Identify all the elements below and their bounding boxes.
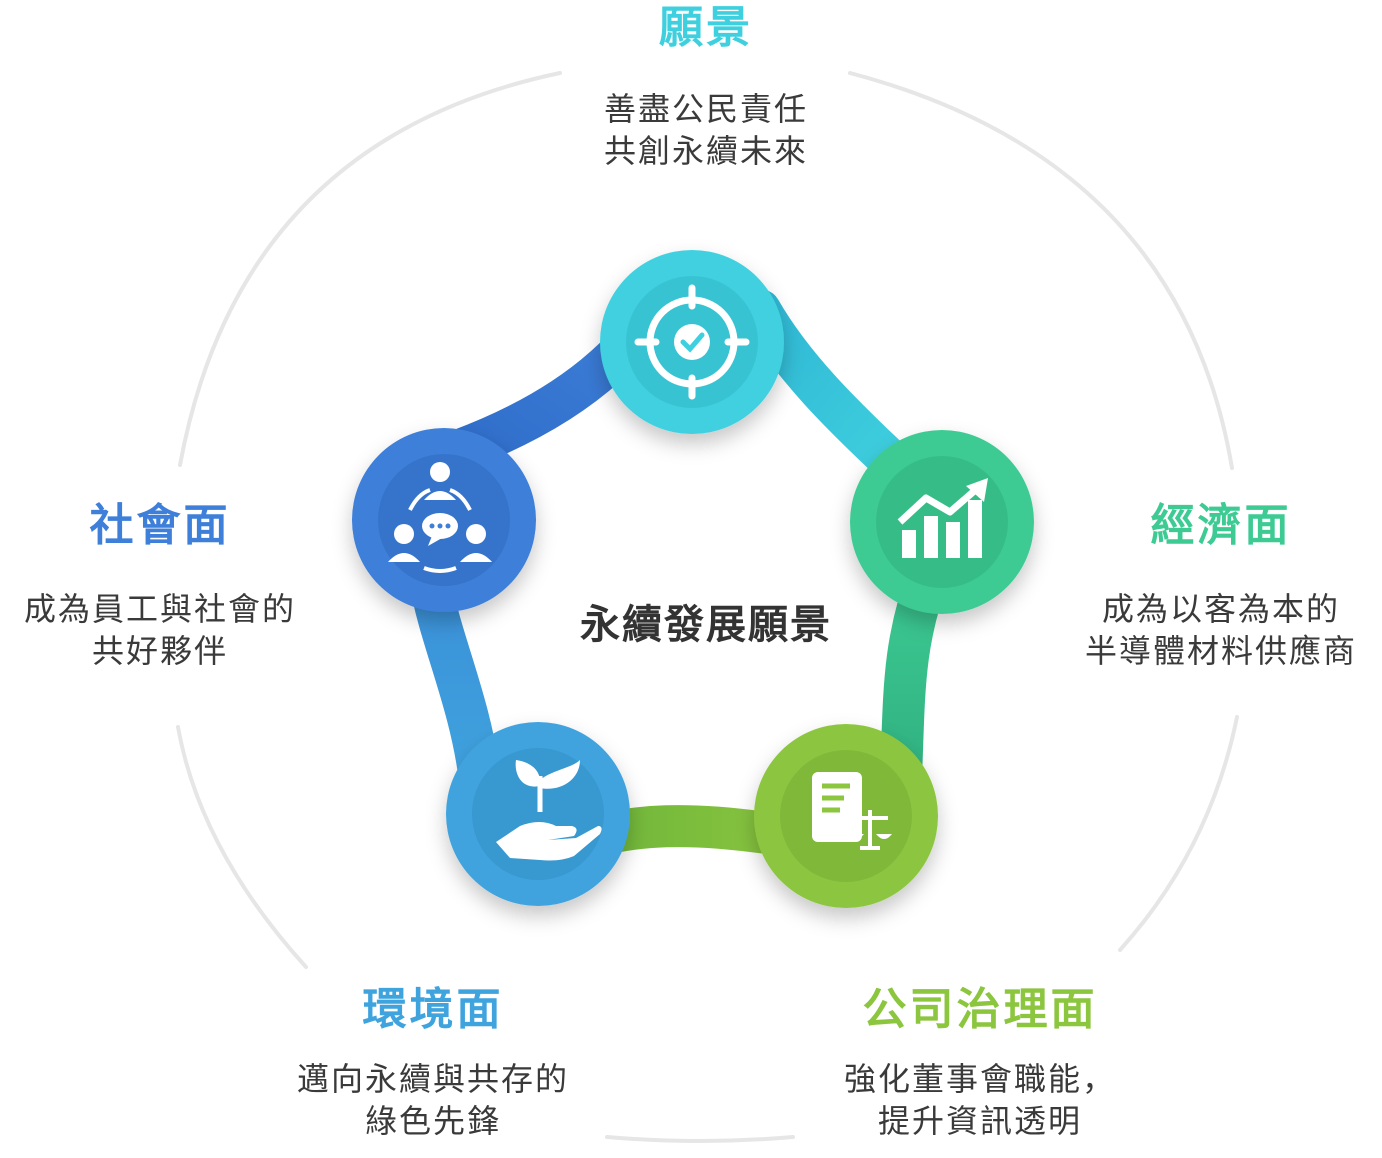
environment-line2: 綠色先鋒 — [364, 1102, 501, 1140]
governance-title: 公司治理面 — [862, 984, 1098, 1035]
node-governance — [754, 724, 938, 908]
plant-hand-icon — [496, 760, 602, 861]
vision-line2: 共創永續未來 — [603, 132, 808, 170]
environment-block: 環境面 邁向永續與共存的 綠色先鋒 — [270, 984, 596, 1142]
economy-line1: 成為以客為本的 — [1101, 590, 1340, 628]
governance-line2: 提升資訊透明 — [877, 1102, 1082, 1140]
document-scale-icon — [812, 772, 892, 850]
environment-title: 環境面 — [362, 984, 504, 1035]
node-environment — [446, 722, 630, 906]
economy-line2: 半導體材料供應商 — [1084, 632, 1357, 670]
vision-title: 願景 — [659, 2, 753, 53]
team-chat-icon — [388, 462, 492, 573]
governance-block: 公司治理面 強化董事會職能， 提升資訊透明 — [810, 984, 1150, 1142]
society-title: 社會面 — [89, 500, 231, 551]
society-line2: 共好夥伴 — [91, 632, 228, 670]
economy-block: 經濟面 成為以客為本的 半導體材料供應商 — [1062, 500, 1380, 672]
node-society — [352, 428, 536, 612]
economy-title: 經濟面 — [1150, 500, 1292, 551]
society-line1: 成為員工與社會的 — [23, 590, 296, 628]
outer-ring — [176, 71, 1239, 1143]
vision-line1: 善盡公民責任 — [603, 90, 808, 128]
node-economy — [850, 430, 1034, 614]
growth-chart-icon — [897, 478, 988, 558]
node-vision — [600, 250, 784, 434]
target-check-icon — [634, 284, 750, 400]
vision-block: 願景 善盡公民責任 共創永續未來 — [556, 2, 856, 172]
environment-line1: 邁向永續與共存的 — [296, 1060, 569, 1098]
society-block: 社會面 成為員工與社會的 共好夥伴 — [0, 500, 320, 672]
governance-line1: 強化董事會職能， — [843, 1060, 1116, 1098]
center-title: 永續發展願景 — [580, 602, 832, 648]
